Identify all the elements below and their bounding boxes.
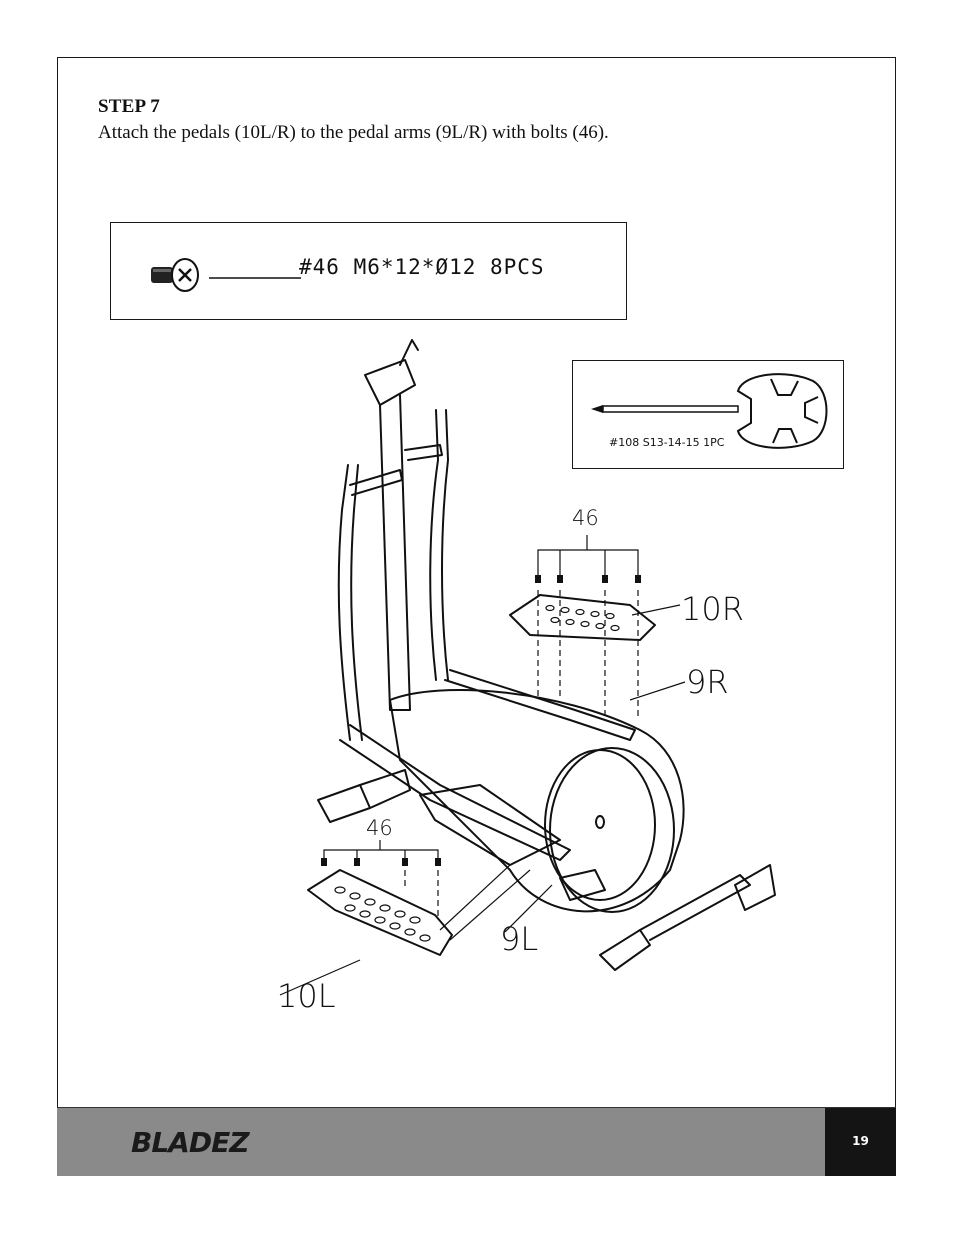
callout-pedal-right: 10R [681,590,744,628]
step-title: STEP 7 [98,96,160,117]
wrench-hardware-box: #108 S13-14-15 1PC [572,360,844,469]
page-number: 19 [852,1134,869,1148]
page-footer: BLADEZ 19 [57,1107,896,1176]
bolt-label: #46 M6*12*Ø12 8PCS [299,255,545,279]
bolt-hardware-box: #46 M6*12*Ø12 8PCS [110,222,627,320]
callout-bolts-left: 46 [366,816,393,840]
wrench-label: #108 S13-14-15 1PC [609,436,725,449]
bolt-leader-line [209,277,301,279]
step-instruction: Attach the pedals (10L/R) to the pedal a… [98,122,609,143]
callout-bolts-right: 46 [572,506,599,530]
elliptical-assembly-diagram [279,339,776,996]
wrench-icon [591,373,828,449]
bolt-icon [151,258,199,292]
page-number-block: 19 [825,1108,896,1176]
callout-arm-right: 9R [686,663,729,701]
callout-arm-left: 9L [500,920,539,958]
brand-logo: BLADEZ [131,1126,250,1159]
callout-pedal-left: 10L [277,977,336,1015]
